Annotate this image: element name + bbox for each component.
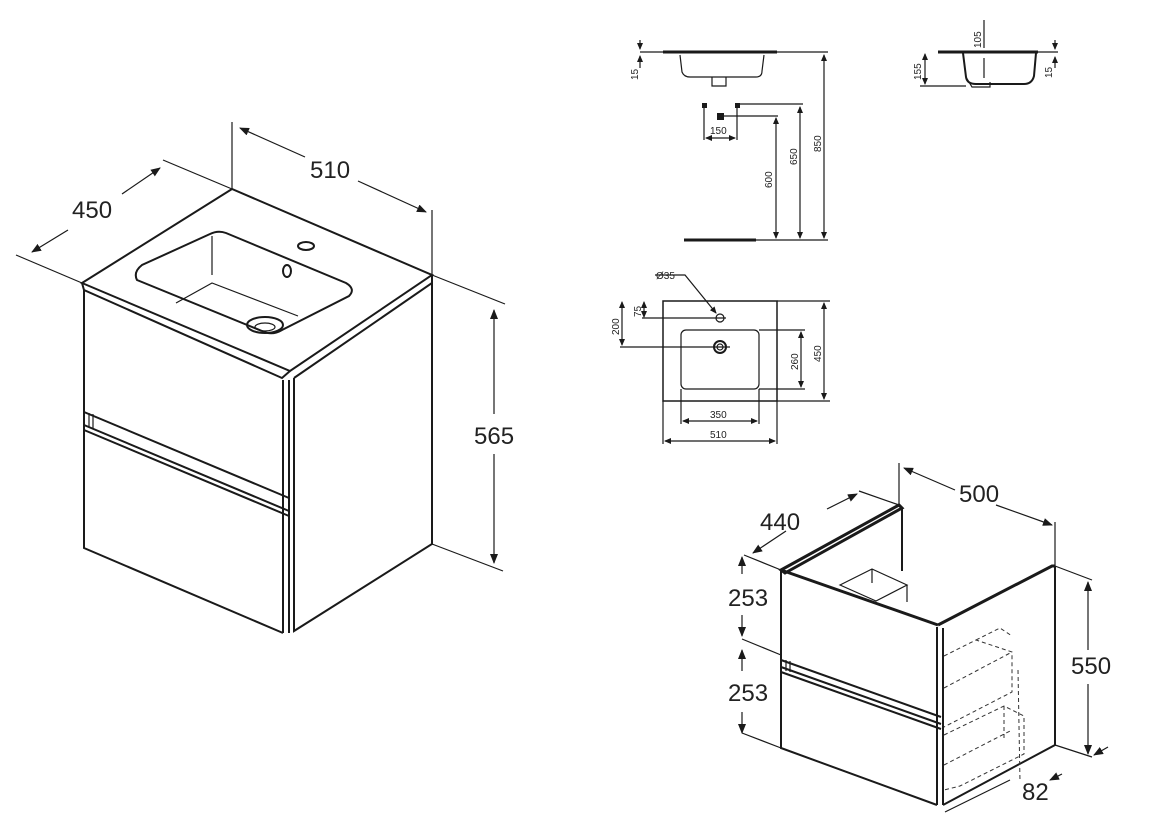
- plan-bowl-depth-label: 260: [790, 353, 801, 370]
- basin-section: 105 155 15: [913, 20, 1058, 88]
- side-rim-label: 15: [630, 68, 641, 80]
- basin-plan: Ø35 75 200 260 450 350 510: [611, 271, 830, 444]
- plan-waste-offset-label: 200: [611, 318, 622, 335]
- unit-width-label: 500: [959, 481, 999, 508]
- unit-plinth-label: 82: [1022, 779, 1049, 806]
- iso-width-label: 510: [310, 157, 350, 184]
- unit-depth-label: 440: [760, 509, 800, 536]
- iso-vanity-unit: 500 440 253 253 550 82: [728, 463, 1111, 813]
- side-waste-height-label: 600: [764, 171, 775, 188]
- plan-overall-width-label: 510: [710, 430, 727, 441]
- iso-height-label: 565: [474, 423, 514, 450]
- unit-drawer-top-label: 253: [728, 585, 768, 612]
- plan-overall-depth-label: 450: [813, 345, 824, 362]
- iso-vanity-with-basin: 510 450 565: [15, 122, 514, 634]
- side-overall-height-label: 850: [813, 135, 824, 152]
- plan-tap-offset-label: 75: [633, 305, 644, 317]
- iso-depth-label: 450: [72, 197, 112, 224]
- section-total-depth-label: 155: [913, 63, 924, 80]
- basin-side-elevation: 15 150 600 650 850: [630, 40, 828, 242]
- section-bowl-depth-label: 105: [973, 31, 984, 48]
- unit-height-label: 550: [1071, 653, 1111, 680]
- side-supply-height-label: 650: [789, 148, 800, 165]
- plan-bowl-width-label: 350: [710, 410, 727, 421]
- plan-tap-hole-label: Ø35: [656, 271, 675, 282]
- section-rim-label: 15: [1044, 66, 1055, 78]
- side-spacing-label: 150: [710, 126, 727, 137]
- unit-drawer-bottom-label: 253: [728, 680, 768, 707]
